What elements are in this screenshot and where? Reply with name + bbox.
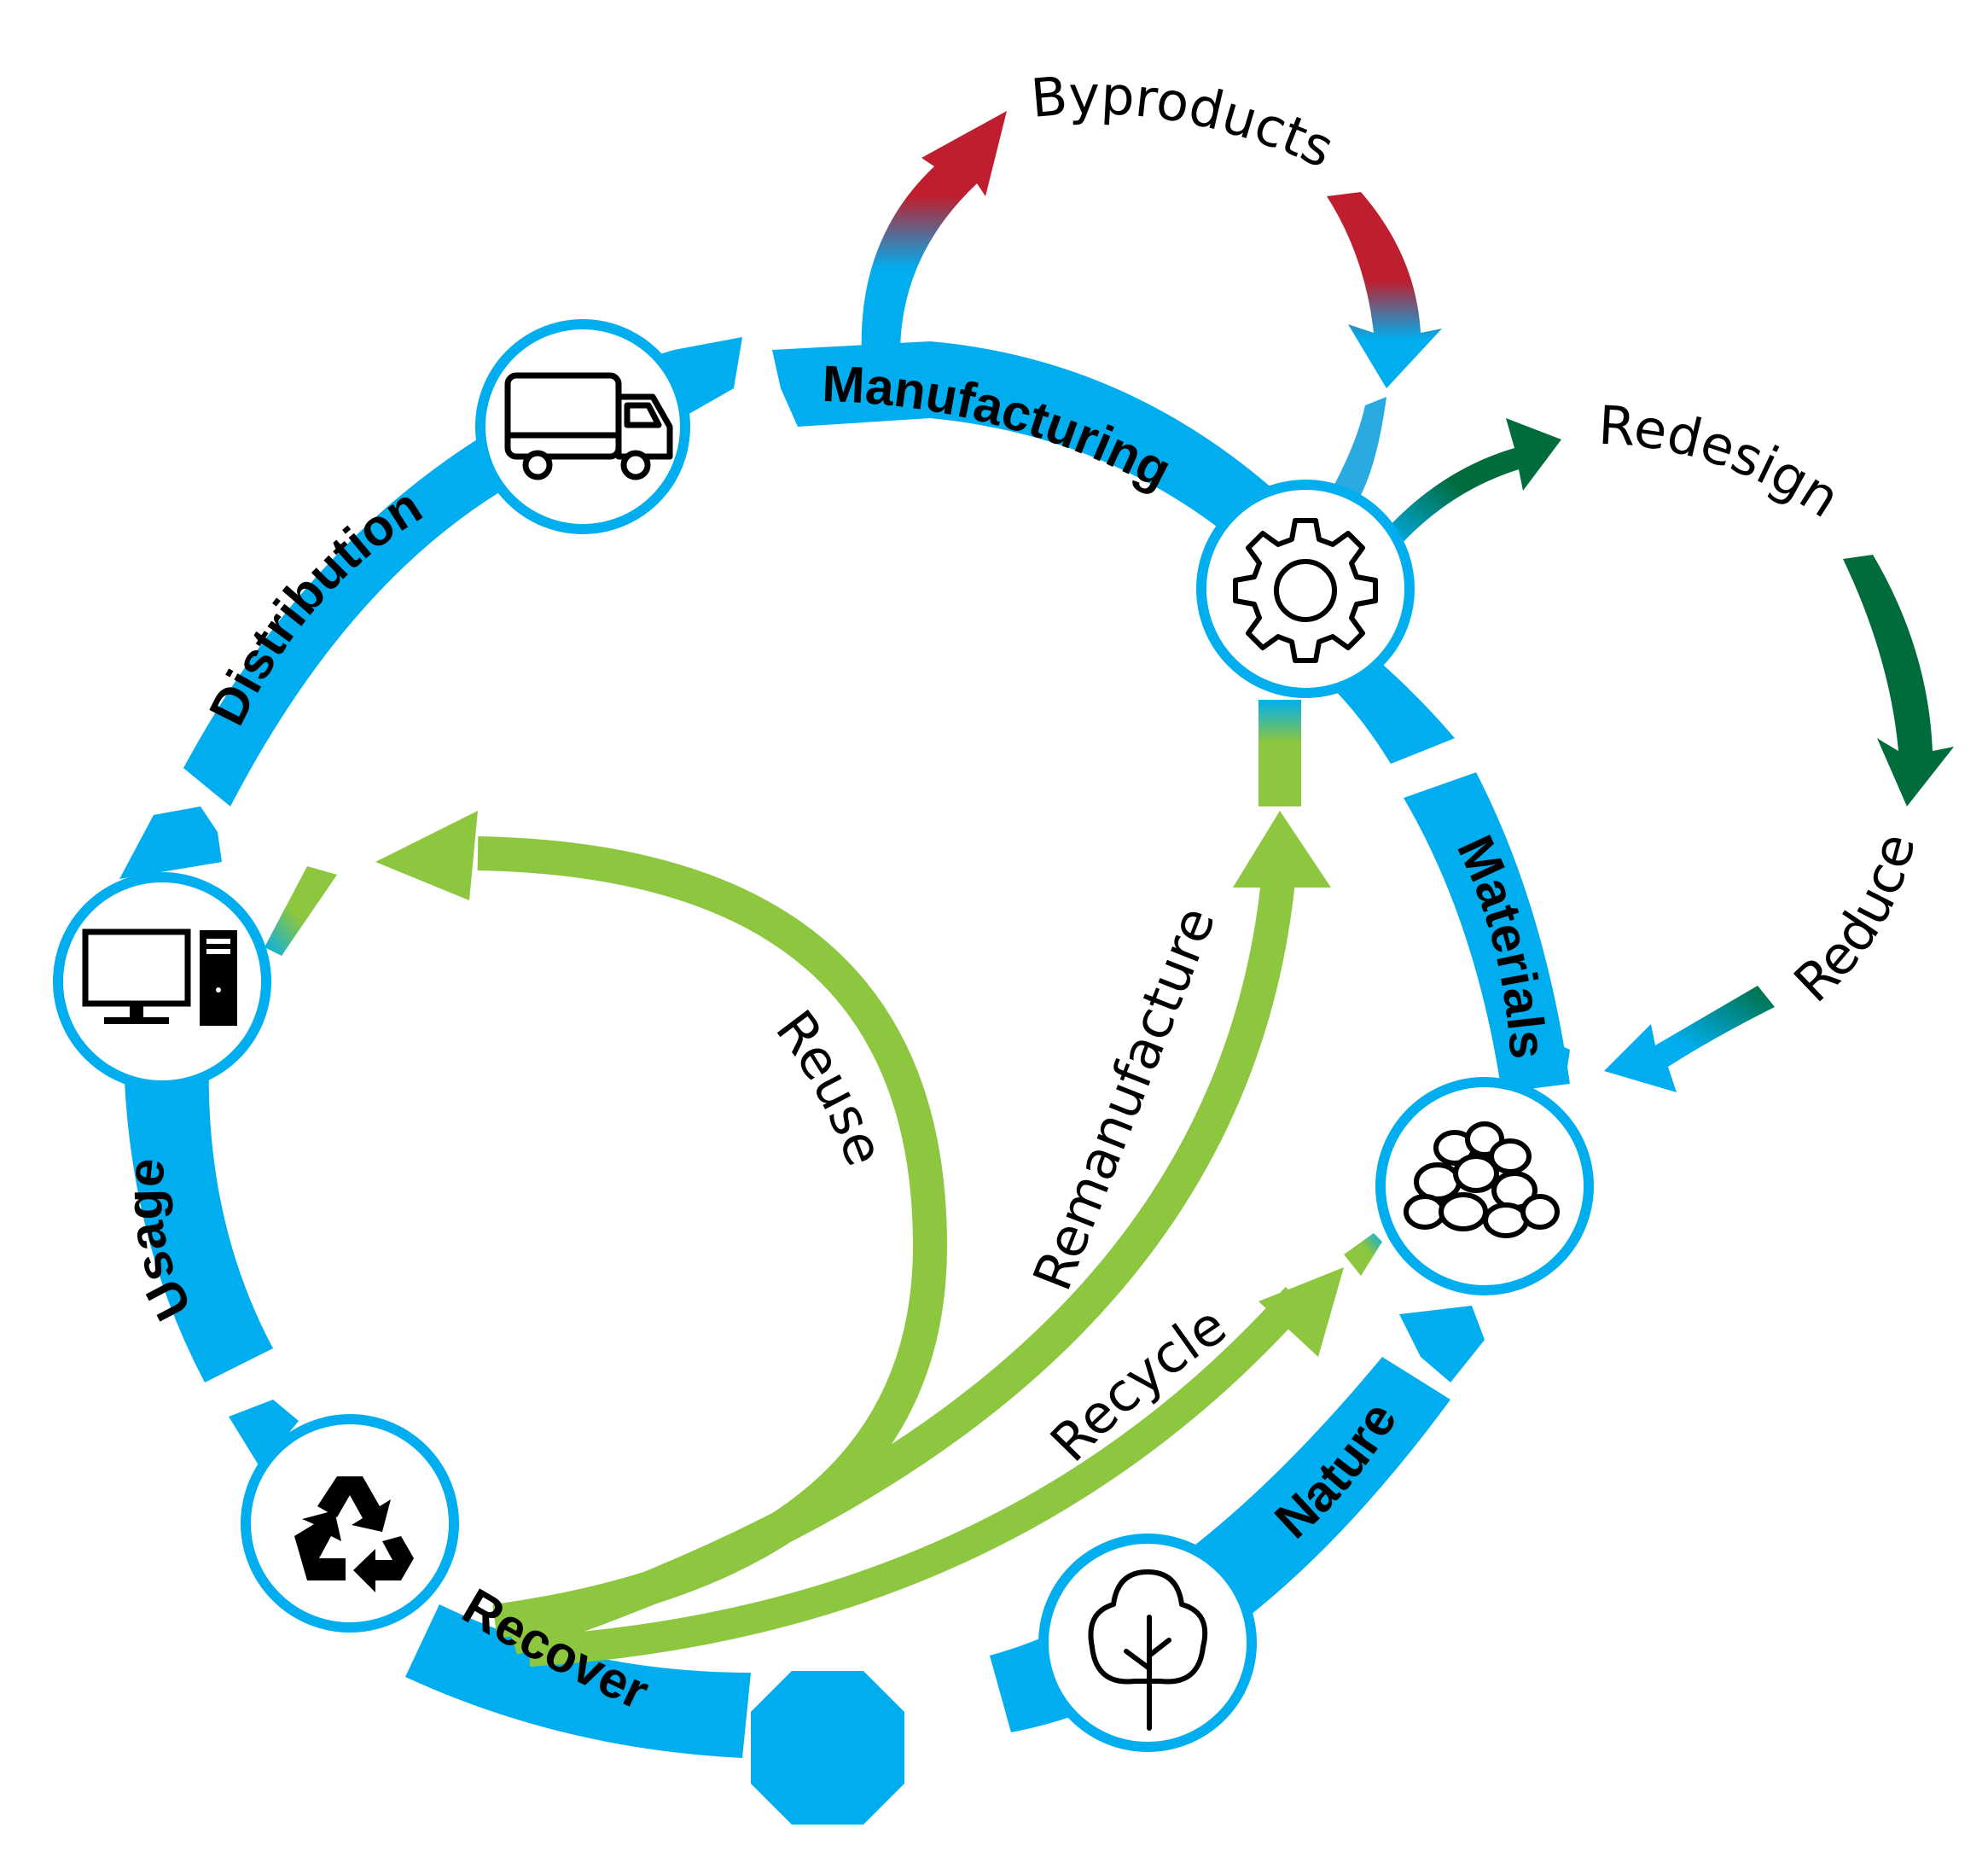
byproducts-return-stub <box>1331 397 1386 495</box>
byproducts-up-arrow <box>861 111 1007 354</box>
redesign-arrow <box>1386 418 1561 546</box>
byproducts-loop <box>861 111 1442 495</box>
gear-icon <box>1233 518 1378 663</box>
usage-node <box>53 872 271 1091</box>
usage-band <box>119 806 222 879</box>
distribution-node <box>475 319 690 534</box>
recycle-stub <box>1344 1233 1382 1276</box>
reduce-down-arrow <box>1843 555 1954 806</box>
reuse-arc <box>477 836 948 1639</box>
recycle-arrowhead <box>1258 1267 1344 1357</box>
tree-icon <box>1088 1569 1208 1731</box>
reuse-stub <box>264 866 337 956</box>
label-distribution: Distribution <box>198 477 431 734</box>
distribution-band <box>183 337 742 806</box>
nature-band-top <box>1399 1306 1485 1382</box>
redesign-reduce-loop <box>1386 418 1954 1092</box>
recovery-band-lower <box>405 1604 751 1758</box>
nature-node <box>1038 1534 1257 1752</box>
recycle-icon <box>294 1476 414 1592</box>
usage-band-lower <box>124 1058 273 1382</box>
label-byproducts: Byproducts <box>1028 64 1343 180</box>
computer-icon <box>82 928 237 1026</box>
recovery-node <box>241 1414 459 1633</box>
remanufacture-arrowhead <box>1233 811 1331 888</box>
green-loops <box>264 700 1382 1667</box>
remanufacture-arc <box>506 860 1297 1655</box>
truck-icon <box>504 372 673 480</box>
stage-labels: Manufacturing Distribution Usage Recover… <box>0 0 1557 1720</box>
label-materials: Materials <box>1446 827 1557 1061</box>
recycle-arc <box>527 1286 1309 1667</box>
reduce-in-arrow <box>1604 986 1775 1092</box>
materials-node <box>1375 1077 1594 1295</box>
remanufacture-stub <box>1258 700 1301 806</box>
manufacturing-band <box>772 341 1280 546</box>
manufacturing-node <box>1196 480 1415 698</box>
byproducts-down-arrow <box>1327 192 1442 388</box>
stop-octagon <box>751 1671 904 1825</box>
label-redesign: Redesign <box>1597 394 1851 530</box>
materials-notch <box>1532 1033 1570 1080</box>
materials-band <box>1404 772 1570 1092</box>
reuse-arrowhead <box>375 811 478 900</box>
label-reduce: Reduce <box>1782 827 1927 1014</box>
recovery-band <box>229 1400 299 1468</box>
rock-pile-icon <box>1404 1121 1560 1238</box>
